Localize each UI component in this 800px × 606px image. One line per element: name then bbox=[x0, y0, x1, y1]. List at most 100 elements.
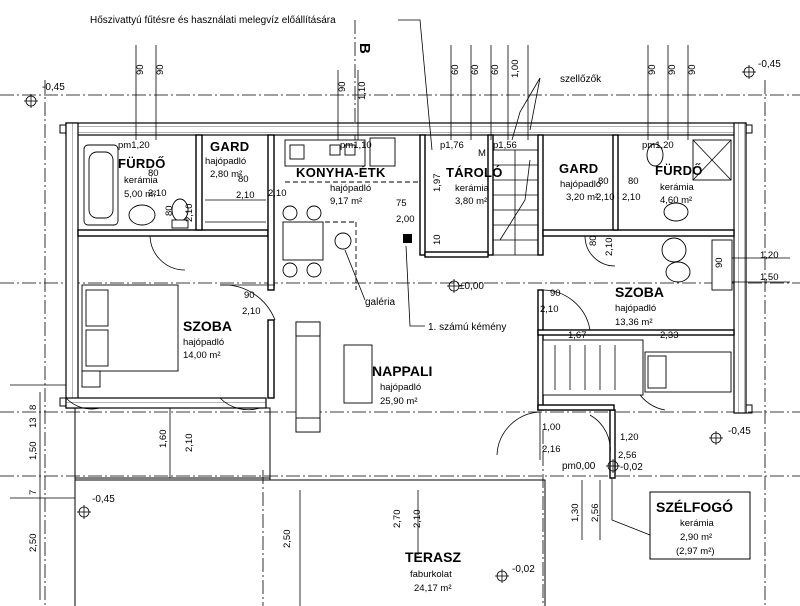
interior-walls bbox=[77, 134, 735, 479]
dim: 1,60 bbox=[158, 430, 169, 449]
stairs bbox=[492, 149, 539, 256]
room-name: TÁROLÓ bbox=[446, 165, 503, 180]
dim: 1,20 bbox=[760, 250, 779, 261]
level-ml: -0,45 bbox=[92, 494, 115, 505]
dim: 80 bbox=[628, 176, 639, 187]
room-floor: faburkolat bbox=[410, 569, 452, 580]
dim: 90 bbox=[337, 81, 348, 92]
room-floor: kerámia bbox=[660, 182, 695, 193]
room-name: KONYHA-ÉTK bbox=[296, 165, 386, 180]
level-markers bbox=[24, 65, 756, 583]
dim: 1,00 bbox=[542, 422, 561, 433]
room-floor: hajópadló bbox=[183, 337, 224, 348]
dim: 2,10 bbox=[184, 434, 195, 453]
dim: 80 bbox=[164, 205, 175, 216]
dim: 2,10 bbox=[236, 190, 255, 201]
dim: 80 bbox=[238, 174, 249, 185]
room-area-alt: (2,97 m²) bbox=[676, 546, 715, 557]
leaders bbox=[344, 19, 541, 327]
furniture bbox=[81, 284, 732, 433]
dim: 90 bbox=[550, 288, 561, 299]
dim: 2,50 bbox=[282, 530, 293, 549]
dining-set bbox=[282, 205, 412, 290]
dim: 2,56 bbox=[590, 504, 601, 523]
dim: 90 bbox=[647, 64, 658, 75]
title-label: Hőszivattyú fűtésre és használati melegv… bbox=[90, 15, 336, 26]
dim: 2,70 bbox=[392, 510, 403, 529]
dim: p1,76 bbox=[440, 140, 464, 151]
room-name: FÜRDŐ bbox=[655, 163, 703, 178]
dim: 90 bbox=[687, 64, 698, 75]
dim: 1,20 bbox=[620, 432, 639, 443]
room-floor: hajópadló bbox=[615, 303, 656, 314]
terrace bbox=[74, 407, 546, 606]
annotations: Hőszivattyú fűtésre és használati melegv… bbox=[28, 15, 781, 594]
szelfogo-box bbox=[649, 491, 751, 560]
szelfogo-leader bbox=[611, 478, 651, 536]
room-area: 9,17 m² bbox=[330, 196, 362, 207]
room-area: 24,17 m² bbox=[414, 583, 452, 594]
dim: 2,33 bbox=[660, 330, 679, 341]
dim: 1,30 bbox=[570, 504, 581, 523]
level-entry-out: -0,02 bbox=[620, 462, 643, 473]
chimney-label: 1. számú kémény bbox=[428, 322, 506, 333]
level-pm-entry: pm0,00 bbox=[562, 461, 596, 472]
dim: 75 bbox=[396, 198, 407, 209]
room-name: TERASZ bbox=[405, 549, 461, 565]
dim: 10 bbox=[432, 234, 443, 245]
dim: 1,67 bbox=[568, 330, 587, 341]
room-floor: hajópadló bbox=[330, 183, 371, 194]
level-mr: -0,45 bbox=[728, 426, 751, 437]
dim: 90 bbox=[244, 290, 255, 301]
dim: 80 bbox=[148, 168, 159, 179]
dim: 90 bbox=[667, 64, 678, 75]
room-area: 25,90 m² bbox=[380, 396, 418, 407]
room-floor: hajópadló bbox=[380, 382, 421, 393]
dim: 1,97 bbox=[432, 174, 443, 193]
dim: 8 bbox=[28, 405, 39, 410]
dim: 90 bbox=[135, 64, 146, 75]
dim: 1,00 bbox=[510, 60, 521, 79]
room-name: FÜRDŐ bbox=[118, 156, 166, 171]
room-floor: kerámia bbox=[680, 518, 715, 529]
dim: 2,16 bbox=[542, 444, 561, 455]
dim: 2,50 bbox=[28, 534, 39, 553]
room-floor: hajópadló bbox=[560, 179, 601, 190]
level-center: ±0,00 bbox=[459, 281, 484, 292]
room-name: NAPPALI bbox=[372, 363, 432, 379]
room-area: 3,20 m² bbox=[566, 192, 598, 203]
dim: 2,10 bbox=[622, 192, 641, 203]
axis-b-label: B bbox=[356, 43, 373, 54]
room-name: GARD bbox=[559, 161, 598, 176]
room-area: 2,90 m² bbox=[680, 532, 712, 543]
dim: M bbox=[478, 148, 486, 159]
dim: 2,10 bbox=[596, 192, 615, 203]
dim: 90 bbox=[155, 64, 166, 75]
dim: 2,10 bbox=[604, 238, 615, 257]
dim: 1,50 bbox=[28, 442, 39, 461]
dim: 80 bbox=[598, 176, 609, 187]
gallery-label: galéria bbox=[365, 297, 395, 308]
dim: 2,10 bbox=[412, 510, 423, 529]
dim: p1,56 bbox=[493, 140, 517, 151]
dim: 1,10 bbox=[357, 82, 368, 101]
room-name: SZOBA bbox=[615, 284, 664, 300]
room-area: 5,00 m² bbox=[124, 189, 156, 200]
dim: 90 bbox=[714, 257, 725, 268]
dim: 2,10 bbox=[184, 204, 195, 223]
dim: 2,10 bbox=[268, 188, 287, 199]
dim: 2,10 bbox=[148, 188, 167, 199]
level-tl: -0,45 bbox=[42, 82, 65, 93]
room-floor: kerámia bbox=[455, 183, 490, 194]
vent-label: szellőzők bbox=[560, 74, 602, 85]
room-name: SZÉLFOGÓ bbox=[656, 498, 733, 515]
room-area: 2,80 m² bbox=[210, 169, 242, 180]
dim: 7 bbox=[28, 490, 39, 495]
fixtures bbox=[83, 137, 733, 291]
dim: pm1,20 bbox=[642, 140, 674, 151]
dim: pm1,10 bbox=[340, 140, 372, 151]
dim: 80 bbox=[588, 235, 599, 246]
dim: 2,00 bbox=[396, 214, 415, 225]
